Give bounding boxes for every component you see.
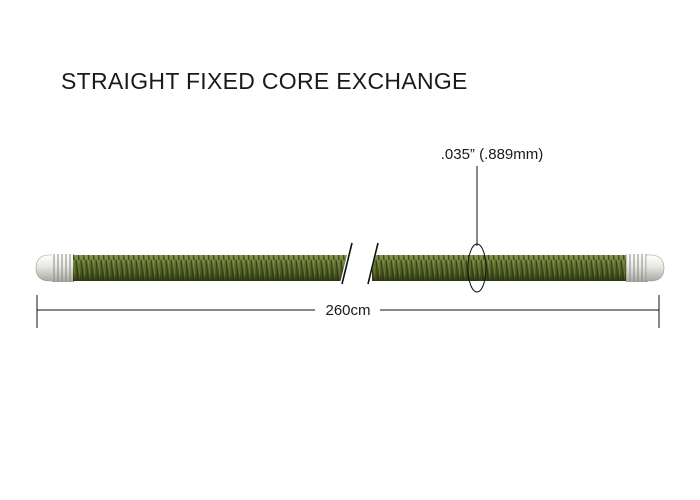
coil-segment-right bbox=[372, 255, 628, 281]
left-tip bbox=[35, 254, 74, 282]
length-dimension: 260cm bbox=[36, 295, 660, 328]
coil-segment-left bbox=[73, 255, 348, 281]
diameter-ellipse bbox=[467, 243, 487, 293]
diameter-label: .035” (.889mm) bbox=[441, 146, 544, 163]
diameter-callout: .035” (.889mm) bbox=[441, 146, 544, 293]
diagram-title: STRAIGHT FIXED CORE EXCHANGE bbox=[61, 68, 468, 94]
length-label: 260cm bbox=[325, 302, 370, 319]
break-mark bbox=[340, 242, 379, 285]
right-tip bbox=[626, 254, 665, 282]
